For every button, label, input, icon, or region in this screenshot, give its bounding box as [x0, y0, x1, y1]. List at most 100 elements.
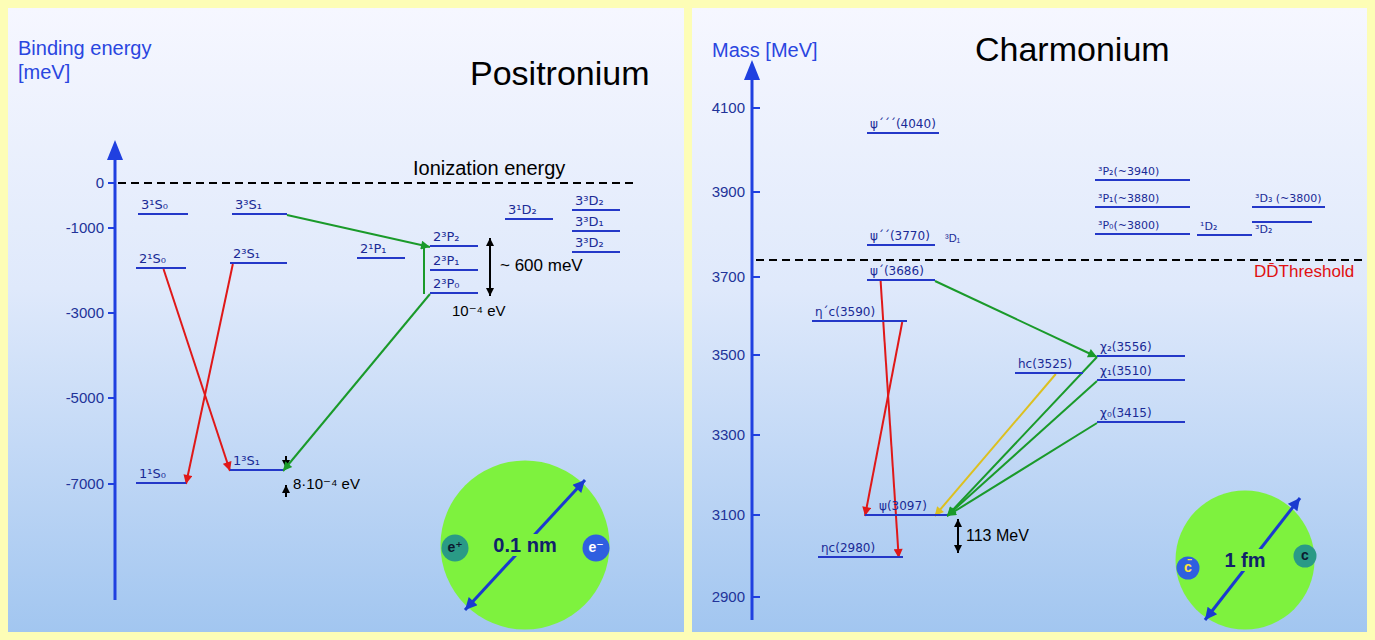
energy-level: ηc(2980): [818, 541, 903, 558]
energy-level: 1³S₁: [230, 453, 283, 471]
level-label: ψ´´(3770): [870, 229, 930, 243]
level-label: ³P₀(~3800): [1098, 219, 1159, 232]
energy-level: χ₂(3556): [1097, 340, 1185, 357]
level-label: 3¹S₀: [141, 197, 168, 212]
annotation: 8·10⁻⁴ eV: [293, 475, 360, 492]
energy-level: 1¹S₀: [136, 466, 186, 484]
circle-fill: [1294, 545, 1317, 568]
energy-level: ³P₀(~3800): [1095, 219, 1190, 235]
label-holder: -1000: [66, 219, 104, 237]
energy-level: 3¹S₀: [138, 197, 188, 215]
energy-level: 2³S₁: [230, 246, 287, 264]
level-label: ψ´´´(4040): [870, 117, 936, 131]
label-holder: 4100: [712, 99, 745, 117]
annotation: 10⁻⁴ eV: [452, 302, 506, 319]
annotation: 3700: [712, 268, 745, 285]
transition-arrow: [947, 381, 1097, 516]
circle-fill: [442, 535, 469, 562]
level-label: η´c(3590): [815, 305, 875, 319]
particle-circle: 0.1 nm e⁺ e⁻: [440, 460, 610, 630]
level-label: 1¹S₀: [139, 466, 166, 481]
level-label: χ₂(3556): [1100, 340, 1152, 354]
circle-label: 0.1 nm: [490, 534, 559, 556]
splitting-arrow: [957, 519, 959, 553]
annotation: 113 MeV: [966, 527, 1029, 544]
energy-level: 2¹S₀: [136, 251, 186, 269]
label-holder: ³D₁: [945, 232, 960, 245]
transition-arrow: [865, 322, 902, 516]
particle-circle: c̄: [1176, 556, 1200, 580]
energy-level: ³P₁(~3880): [1095, 192, 1190, 208]
splitting-arrow: [285, 485, 287, 497]
label-holder: 8·10⁻⁴ eV: [293, 475, 360, 493]
label-holder: -5000: [66, 389, 104, 407]
energy-level: 3³S₁: [232, 197, 287, 215]
label-holder: Binding energy [meV]: [18, 36, 168, 84]
level-label: 2¹S₀: [139, 251, 166, 266]
annotation: 3500: [712, 346, 745, 363]
energy-level: ³P₂(~3940): [1095, 165, 1190, 181]
energy-level: ³D₃ (~3800): [1252, 192, 1325, 208]
annotation: 2900: [712, 588, 745, 605]
panel-title: Charmonium: [975, 30, 1170, 69]
energy-level: 3³D₂: [572, 235, 620, 253]
label-holder: 3500: [712, 346, 745, 364]
particle-circle: c: [1293, 544, 1317, 568]
axis-head: [107, 140, 123, 160]
particle-circle: e⁺: [441, 534, 469, 562]
energy-level: 3³D₁: [572, 214, 620, 232]
level-label: 3³D₁: [575, 214, 604, 229]
annotation: ³D₁: [945, 232, 960, 244]
level-label: ¹D₂: [1200, 220, 1217, 233]
level-label: 2³P₀: [433, 276, 460, 291]
panel: Positronium3¹S₀3³S₁2¹S₀2³S₁2¹P₁2³P₂2³P₁2…: [8, 8, 684, 632]
circle-fill: [1177, 557, 1200, 580]
energy-level: hc(3525): [1015, 357, 1083, 374]
level-label: hc(3525): [1018, 357, 1072, 371]
label-holder: DD̄Threshold: [1254, 262, 1354, 282]
level-label: ³P₁(~3880): [1098, 192, 1159, 205]
energy-level: χ₀(3415): [1097, 406, 1185, 423]
energy-level: ³D₂: [1252, 221, 1312, 237]
annotation: 3100: [712, 506, 745, 523]
energy-level: η´c(3590): [812, 305, 907, 322]
transition-arrow: [186, 264, 233, 484]
annotation: -7000: [66, 475, 104, 492]
energy-level: 3¹D₂: [505, 202, 553, 220]
level-label: ηc(2980): [821, 541, 875, 555]
transition-arrow: [947, 357, 1097, 516]
label-holder: ~ 600 meV: [500, 256, 583, 276]
energy-level: ψ´´´(4040): [867, 117, 939, 134]
label-holder: 10⁻⁴ eV: [452, 302, 506, 320]
level-label: ³D₃ (~3800): [1255, 192, 1322, 205]
transition-arrow: [287, 215, 430, 247]
level-label: 3³S₁: [235, 197, 262, 212]
level-label: ψ(3097): [879, 499, 927, 513]
axis-ticks: [108, 108, 760, 597]
particle-circle: 1 fmc̄c: [1175, 490, 1315, 630]
level-label: ³P₂(~3940): [1098, 165, 1159, 178]
annotation: -3000: [66, 304, 104, 321]
annotation: 4100: [712, 99, 745, 116]
label-holder: 3100: [712, 506, 745, 524]
label-holder: 3300: [712, 426, 745, 444]
panel: Charmonium ψ´´´(4040) ³P₂(~3940) ³P₁(~3880)…: [692, 8, 1367, 632]
circle-fill: [1176, 491, 1315, 630]
annotation: -5000: [66, 389, 104, 406]
level-label: 2³S₁: [233, 246, 260, 261]
circle-label: e⁻: [588, 540, 603, 555]
level-label: 2¹P₁: [360, 241, 387, 256]
energy-level: ψ´(3686): [867, 264, 935, 281]
label-holder: -7000: [66, 475, 104, 493]
annotation: 0: [96, 174, 104, 191]
energy-level: ψ´´(3770): [867, 229, 935, 246]
level-label: 3³D₂: [575, 235, 604, 250]
level-label: 2³P₁: [433, 253, 460, 268]
annotation: -1000: [66, 219, 104, 236]
transition-arrow: [881, 281, 899, 558]
threshold-line: [756, 259, 1365, 261]
level-bracket: [423, 244, 425, 294]
annotation: 3900: [712, 183, 745, 200]
energy-level: ψ(3097): [865, 499, 947, 516]
